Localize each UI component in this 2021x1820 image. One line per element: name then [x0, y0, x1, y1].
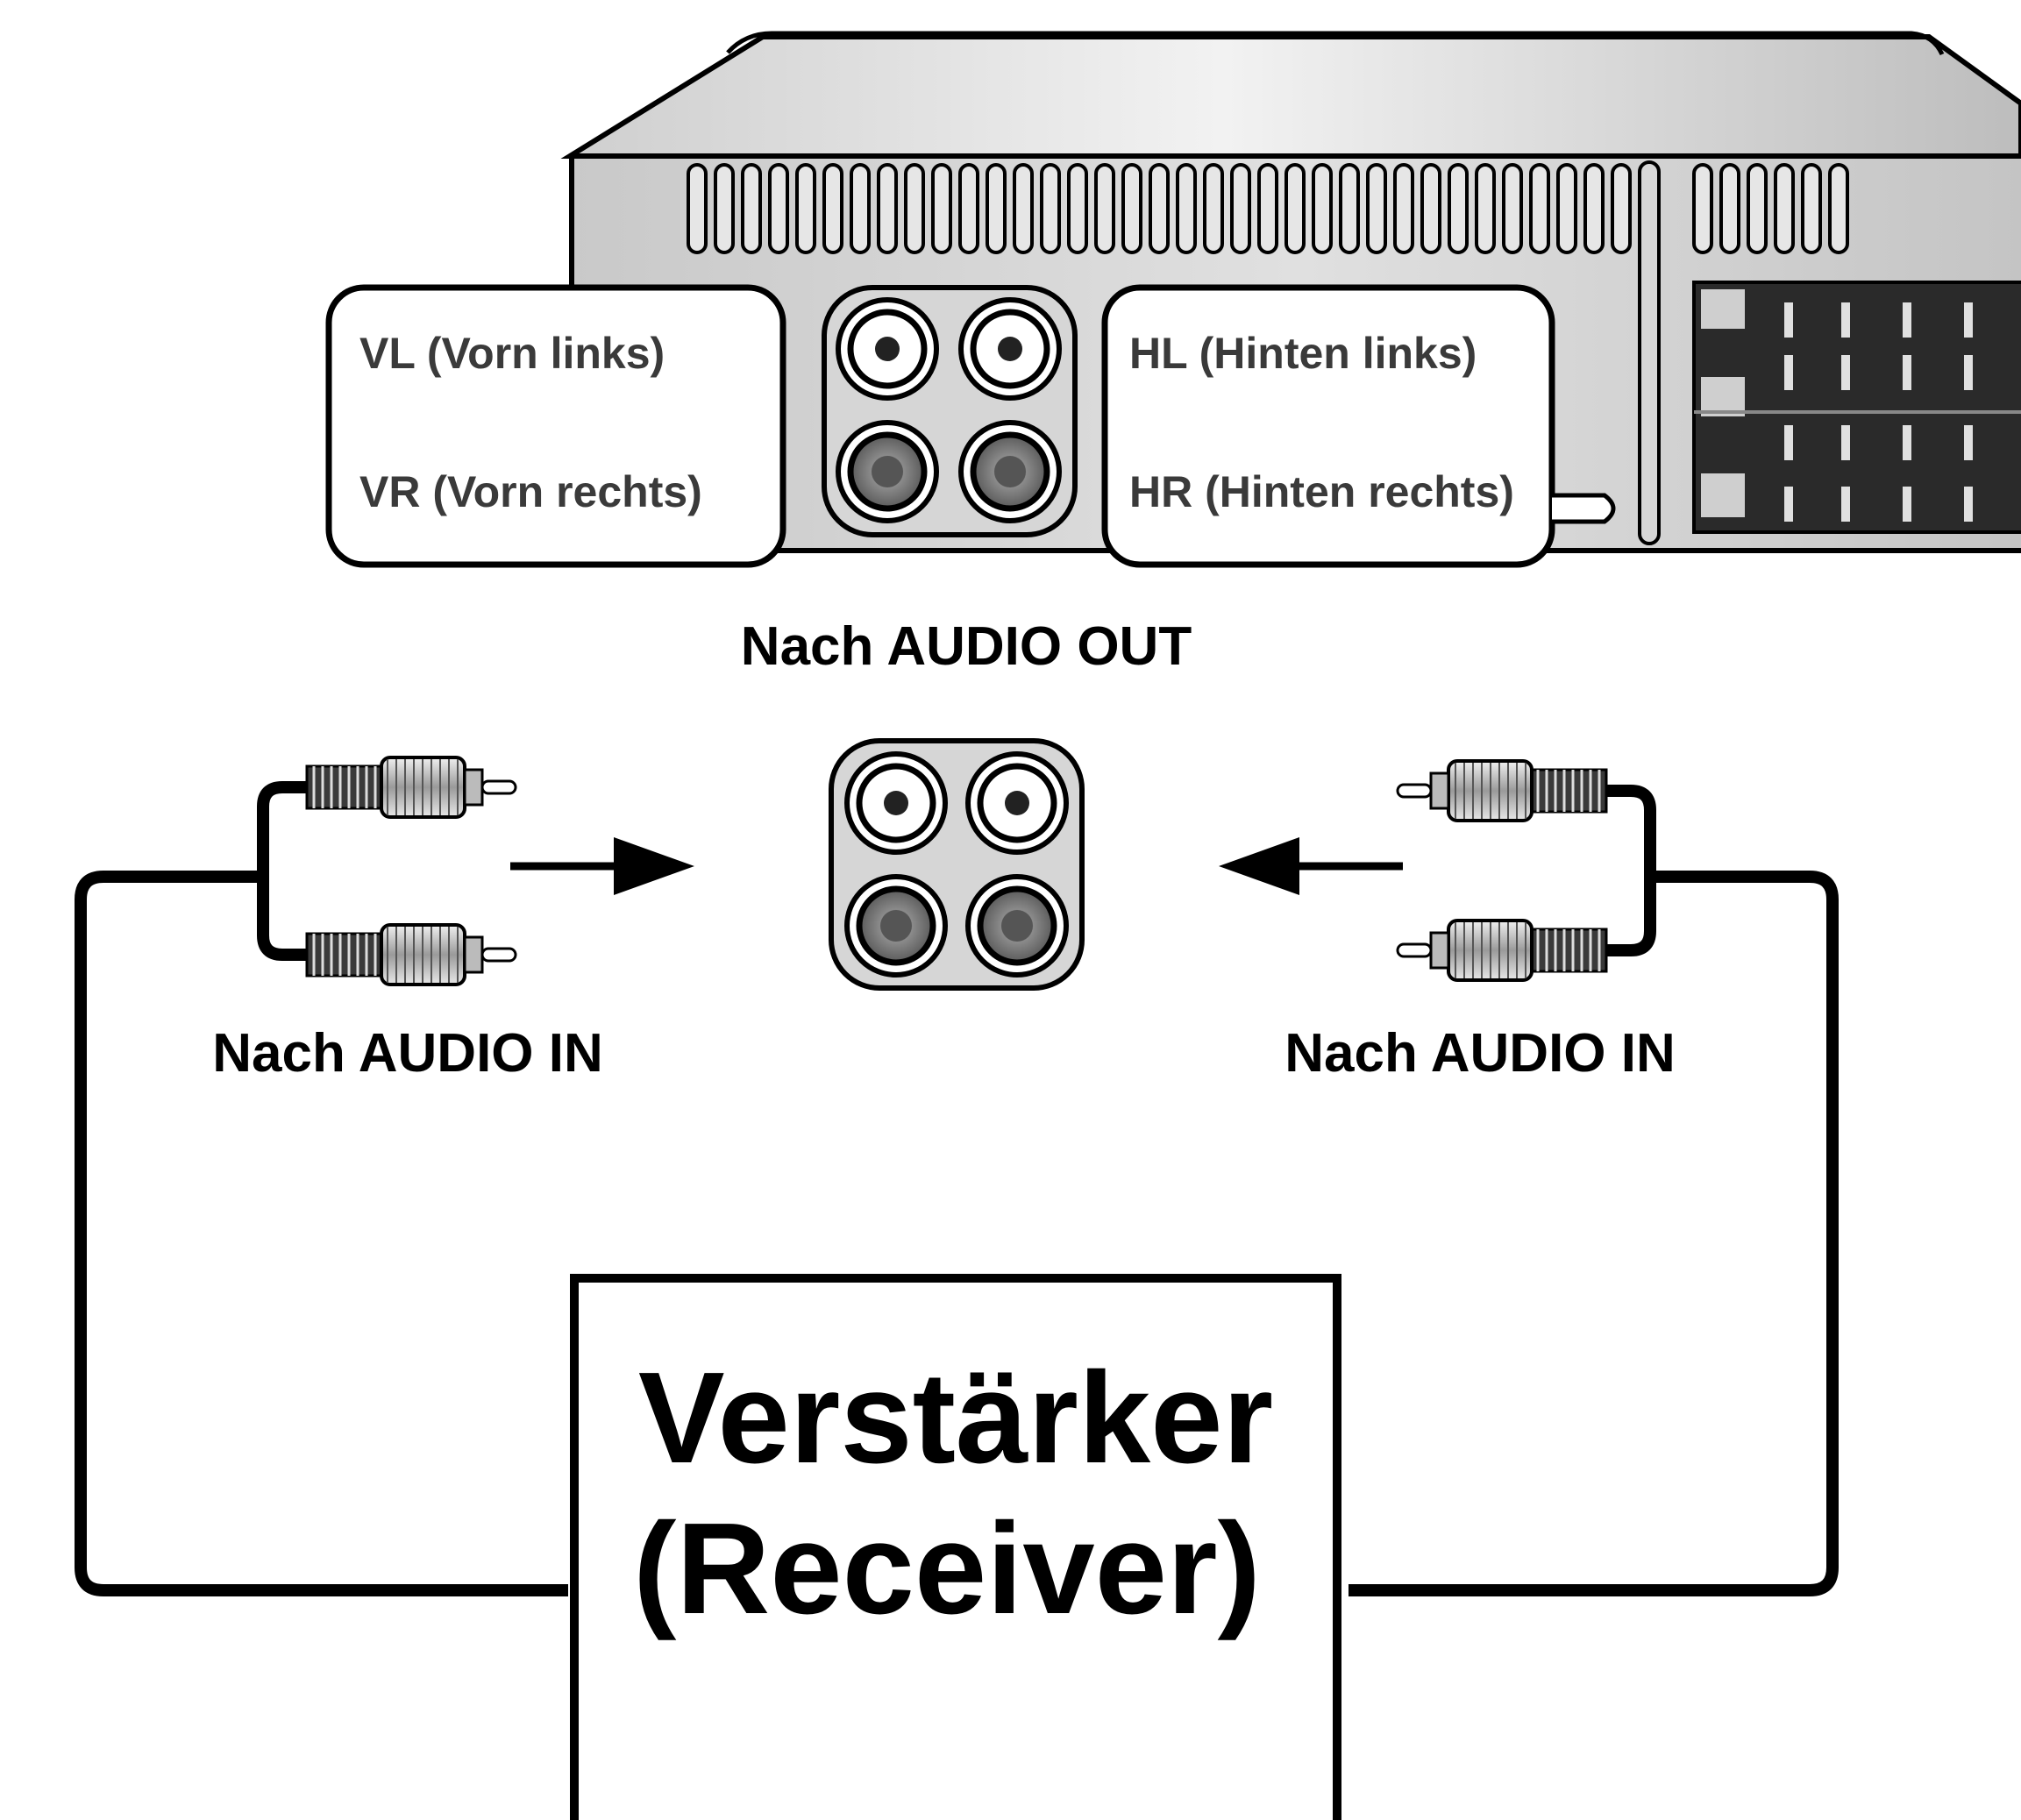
rca-jack-red — [836, 420, 939, 523]
label-rear-left: HL (Hinten links) — [1129, 329, 1477, 378]
terminal-pin — [1964, 425, 1973, 460]
vent-slot — [1692, 163, 1713, 254]
terminal-pin — [1903, 355, 1911, 390]
terminal-pin — [1964, 355, 1973, 390]
rca-jack-red — [844, 874, 948, 978]
label-box-rear: HL (Hinten links) HR (Hinten rechts) — [1101, 284, 1555, 568]
vent-slot — [1284, 163, 1306, 254]
vent-slot — [1176, 163, 1197, 254]
rca-jack-white — [965, 751, 1069, 855]
vent-slot — [1529, 163, 1550, 254]
label-front-right: VR (Vorn rechts) — [359, 467, 702, 516]
panel-divider — [1638, 160, 1661, 545]
rca-jack-white — [958, 297, 1062, 401]
vent-slot — [822, 163, 843, 254]
rca-plug — [1396, 919, 1608, 982]
rca-plug — [305, 923, 517, 986]
terminal-pin — [1784, 302, 1793, 338]
vent-slot — [958, 163, 979, 254]
rca-jack-white — [836, 297, 939, 401]
vent-slot — [1067, 163, 1088, 254]
vent-slot — [1556, 163, 1577, 254]
vent-slot — [1121, 163, 1142, 254]
arrow-right-icon — [510, 837, 694, 895]
vent-slot — [1230, 163, 1251, 254]
rca-jack-white — [844, 751, 948, 855]
rca-jack-red — [965, 874, 1069, 978]
audio-in-label-right: Nach AUDIO IN — [1284, 1023, 1676, 1084]
vent-slot — [1312, 163, 1333, 254]
label-rear-right: HR (Hinten rechts) — [1129, 467, 1514, 516]
vent-slot — [877, 163, 898, 254]
vent-slot — [768, 163, 789, 254]
terminal-pin — [1903, 425, 1911, 460]
vent-slot — [931, 163, 952, 254]
label-front-left: VL (Vorn links) — [359, 329, 665, 378]
vent-slot — [714, 163, 735, 254]
label-box-front: VL (Vorn links) VR (Vorn rechts) — [325, 284, 786, 568]
vent-slot — [1420, 163, 1441, 254]
audio-in-label-left: Nach AUDIO IN — [212, 1023, 603, 1084]
device-rear-panel: VL (Vorn links) VR (Vorn rechts) HL (Hin… — [325, 31, 2021, 568]
terminal-pin — [1784, 487, 1793, 522]
vent-slot — [1774, 163, 1795, 254]
cable-right — [1349, 785, 1839, 1596]
panel-audio-jacks — [822, 285, 1078, 537]
vent-slot — [1502, 163, 1523, 254]
vent-slot — [1149, 163, 1170, 254]
terminal-pin — [1964, 487, 1973, 522]
terminal-pin — [1903, 302, 1911, 338]
vent-slot — [986, 163, 1007, 254]
vent-slot — [904, 163, 925, 254]
vent-slot — [1393, 163, 1414, 254]
terminal-pin — [1784, 425, 1793, 460]
terminal-pin — [1964, 302, 1973, 338]
vent-slot — [1583, 163, 1605, 254]
audio-out-label: Nach AUDIO OUT — [741, 616, 1192, 677]
vent-slot — [1611, 163, 1632, 254]
rca-jack-red — [958, 420, 1062, 523]
vent-slot — [1339, 163, 1360, 254]
ventilation-slots — [687, 163, 1849, 254]
vent-slot — [1828, 163, 1849, 254]
amplifier-subtitle: (Receiver) — [633, 1497, 1261, 1641]
vent-slot — [1040, 163, 1061, 254]
vent-slot — [1747, 163, 1768, 254]
rca-plug — [305, 756, 517, 819]
arrow-left-icon — [1219, 837, 1403, 895]
speaker-terminal-block — [1692, 281, 2021, 534]
vent-slot — [1094, 163, 1115, 254]
vent-slot — [741, 163, 762, 254]
amplifier-title: Verstärker — [638, 1346, 1273, 1490]
terminal-pin — [1841, 487, 1850, 522]
vent-slot — [1013, 163, 1034, 254]
vent-slot — [850, 163, 871, 254]
cable-left — [75, 781, 568, 1596]
vent-slot — [1257, 163, 1278, 254]
vent-slot — [795, 163, 816, 254]
terminal-pin — [1841, 302, 1850, 338]
vent-slot — [1366, 163, 1387, 254]
terminal-pin — [1784, 355, 1793, 390]
terminal-pin — [1841, 355, 1850, 390]
rca-plug — [1396, 759, 1608, 822]
amplifier-box: Verstärker (Receiver) — [570, 1274, 1341, 1820]
device-top-surface — [560, 34, 2021, 159]
vent-slot — [1203, 163, 1224, 254]
audio-out-jack-block — [829, 738, 1085, 991]
terminal-pin — [1903, 487, 1911, 522]
vent-slot — [1801, 163, 1822, 254]
vent-slot — [687, 163, 708, 254]
terminal-pin — [1841, 425, 1850, 460]
vent-slot — [1448, 163, 1469, 254]
vent-slot — [1719, 163, 1740, 254]
vent-slot — [1475, 163, 1496, 254]
